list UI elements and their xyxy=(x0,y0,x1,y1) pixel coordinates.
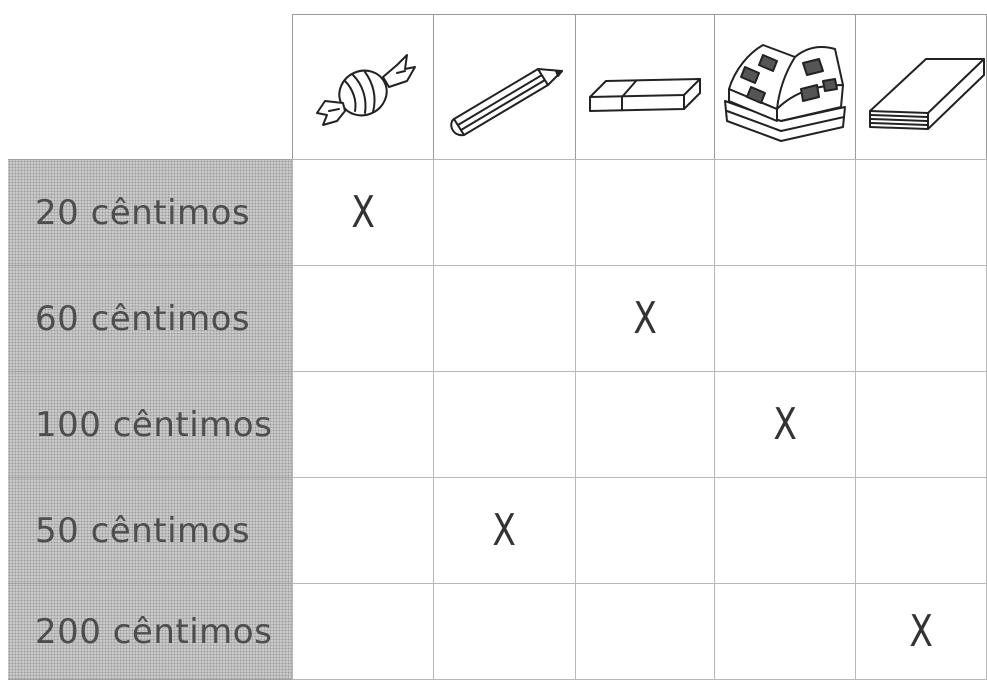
pencil-icon xyxy=(450,68,563,137)
table-cell[interactable] xyxy=(292,265,434,372)
price-label-row-3: 100 cêntimos xyxy=(8,371,293,478)
price-label-text: 50 cêntimos xyxy=(35,510,251,551)
table-cell[interactable] xyxy=(575,159,715,266)
table-cell[interactable] xyxy=(855,265,987,372)
price-label-row-5: 200 cêntimos xyxy=(8,583,293,680)
table-cell[interactable] xyxy=(855,371,987,478)
table-cell[interactable] xyxy=(575,371,715,478)
table-cell[interactable] xyxy=(855,477,987,584)
table-cell[interactable]: X xyxy=(855,583,987,680)
table-cell[interactable] xyxy=(714,159,856,266)
table-cell[interactable]: X xyxy=(714,371,856,478)
table-cell[interactable] xyxy=(714,477,856,584)
candy-icon xyxy=(316,54,416,126)
table-cell[interactable] xyxy=(433,371,576,478)
x-mark: X xyxy=(909,606,933,657)
table-cell[interactable]: X xyxy=(575,265,715,372)
price-label-row-4: 50 cêntimos xyxy=(8,477,293,584)
table-cell[interactable] xyxy=(714,265,856,372)
x-mark: X xyxy=(773,399,797,450)
price-label-row-1: 20 cêntimos xyxy=(8,159,293,266)
table-cell[interactable] xyxy=(292,477,434,584)
table-cell[interactable] xyxy=(575,477,715,584)
x-mark: X xyxy=(351,187,375,238)
table-cell[interactable] xyxy=(575,583,715,680)
table-cell[interactable]: X xyxy=(433,477,576,584)
eraser-icon xyxy=(589,78,701,112)
table-cell[interactable]: X xyxy=(292,159,434,266)
table-cell[interactable] xyxy=(433,265,576,372)
header-cell-magazine xyxy=(714,14,856,160)
table-cell[interactable] xyxy=(292,371,434,478)
table-cell[interactable] xyxy=(433,159,576,266)
table-cell[interactable] xyxy=(433,583,576,680)
magazine-icon xyxy=(724,44,846,142)
header-cell-pencil xyxy=(433,14,576,160)
table-cell[interactable] xyxy=(714,583,856,680)
table-cell[interactable] xyxy=(292,583,434,680)
x-mark: X xyxy=(633,293,657,344)
table-cell[interactable] xyxy=(855,159,987,266)
header-cell-eraser xyxy=(575,14,715,160)
price-label-text: 20 cêntimos xyxy=(35,192,251,233)
header-cell-candy xyxy=(292,14,434,160)
price-label-row-2: 60 cêntimos xyxy=(8,265,293,372)
price-label-text: 100 cêntimos xyxy=(35,404,273,445)
header-cell-book xyxy=(855,14,987,160)
book-icon xyxy=(869,58,985,130)
price-label-text: 200 cêntimos xyxy=(35,611,273,652)
x-mark: X xyxy=(492,505,517,556)
price-label-text: 60 cêntimos xyxy=(35,298,251,339)
